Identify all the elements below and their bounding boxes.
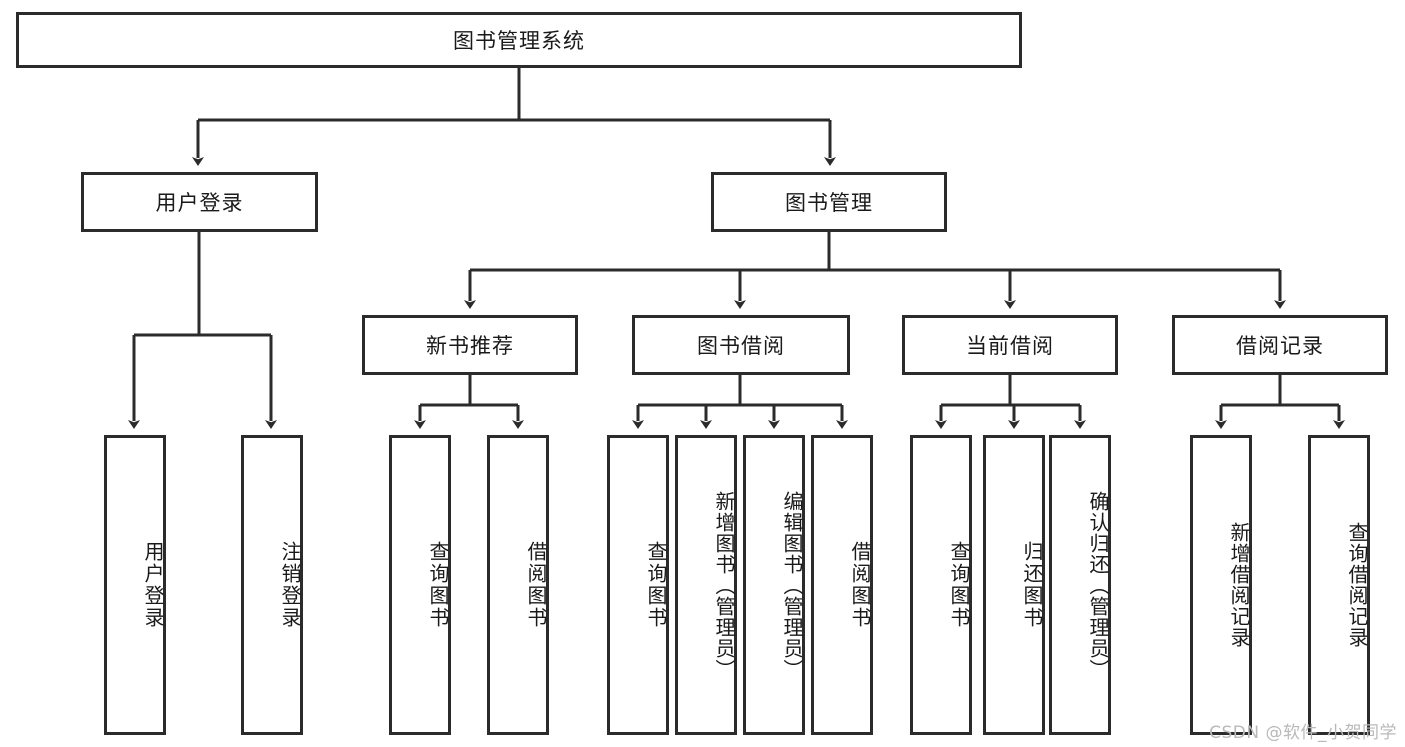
node-current-borrow[interactable]: 当前借阅 xyxy=(902,315,1118,375)
leaf-query-record[interactable]: 查询借阅记录 xyxy=(1308,435,1370,735)
leaf-add-book-label: 新增图书（管理员） xyxy=(712,490,736,680)
leaf-logout-label: 注销登录 xyxy=(278,541,302,629)
leaf-query-book-3-label: 查询图书 xyxy=(947,541,971,629)
node-user-login[interactable]: 用户登录 xyxy=(81,172,318,232)
leaf-borrow-book-1[interactable]: 借阅图书 xyxy=(487,435,549,735)
leaf-return-book[interactable]: 归还图书 xyxy=(983,435,1045,735)
leaf-query-book-1[interactable]: 查询图书 xyxy=(389,435,451,735)
leaf-add-record[interactable]: 新增借阅记录 xyxy=(1190,435,1252,735)
leaf-query-book-2-label: 查询图书 xyxy=(644,541,668,629)
leaf-add-record-label: 新增借阅记录 xyxy=(1227,522,1251,648)
node-user-login-label: 用户登录 xyxy=(155,191,244,215)
leaf-confirm-return-label: 确认归还（管理员） xyxy=(1086,490,1110,680)
leaf-edit-book[interactable]: 编辑图书（管理员） xyxy=(743,435,805,735)
node-new-book-rec-label: 新书推荐 xyxy=(426,334,514,358)
leaf-user-login-label: 用户登录 xyxy=(141,541,165,629)
node-book-manage-label: 图书管理 xyxy=(785,191,873,215)
node-current-borrow-label: 当前借阅 xyxy=(966,334,1054,358)
leaf-confirm-return[interactable]: 确认归还（管理员） xyxy=(1049,435,1111,735)
node-book-borrow-label: 图书借阅 xyxy=(697,334,785,358)
csdn-watermark: CSDN @软件_小贺同学 xyxy=(1209,723,1397,743)
node-book-borrow[interactable]: 图书借阅 xyxy=(632,315,850,375)
leaf-edit-book-label: 编辑图书（管理员） xyxy=(780,490,804,680)
leaf-query-book-2[interactable]: 查询图书 xyxy=(607,435,669,735)
node-borrow-record-label: 借阅记录 xyxy=(1236,334,1324,358)
leaf-borrow-book-1-label: 借阅图书 xyxy=(524,541,548,629)
leaf-borrow-book-2-label: 借阅图书 xyxy=(848,541,872,629)
node-root[interactable]: 图书管理系统 xyxy=(16,12,1022,68)
node-root-label: 图书管理系统 xyxy=(453,29,585,53)
node-book-manage[interactable]: 图书管理 xyxy=(711,172,947,232)
node-new-book-rec[interactable]: 新书推荐 xyxy=(362,315,578,375)
leaf-query-book-1-label: 查询图书 xyxy=(426,541,450,629)
leaf-borrow-book-2[interactable]: 借阅图书 xyxy=(811,435,873,735)
leaf-query-book-3[interactable]: 查询图书 xyxy=(910,435,972,735)
leaf-query-record-label: 查询借阅记录 xyxy=(1345,522,1369,648)
leaf-add-book[interactable]: 新增图书（管理员） xyxy=(675,435,737,735)
leaf-user-login[interactable]: 用户登录 xyxy=(104,435,166,735)
leaf-return-book-label: 归还图书 xyxy=(1020,541,1044,629)
node-borrow-record[interactable]: 借阅记录 xyxy=(1172,315,1388,375)
leaf-logout[interactable]: 注销登录 xyxy=(241,435,303,735)
